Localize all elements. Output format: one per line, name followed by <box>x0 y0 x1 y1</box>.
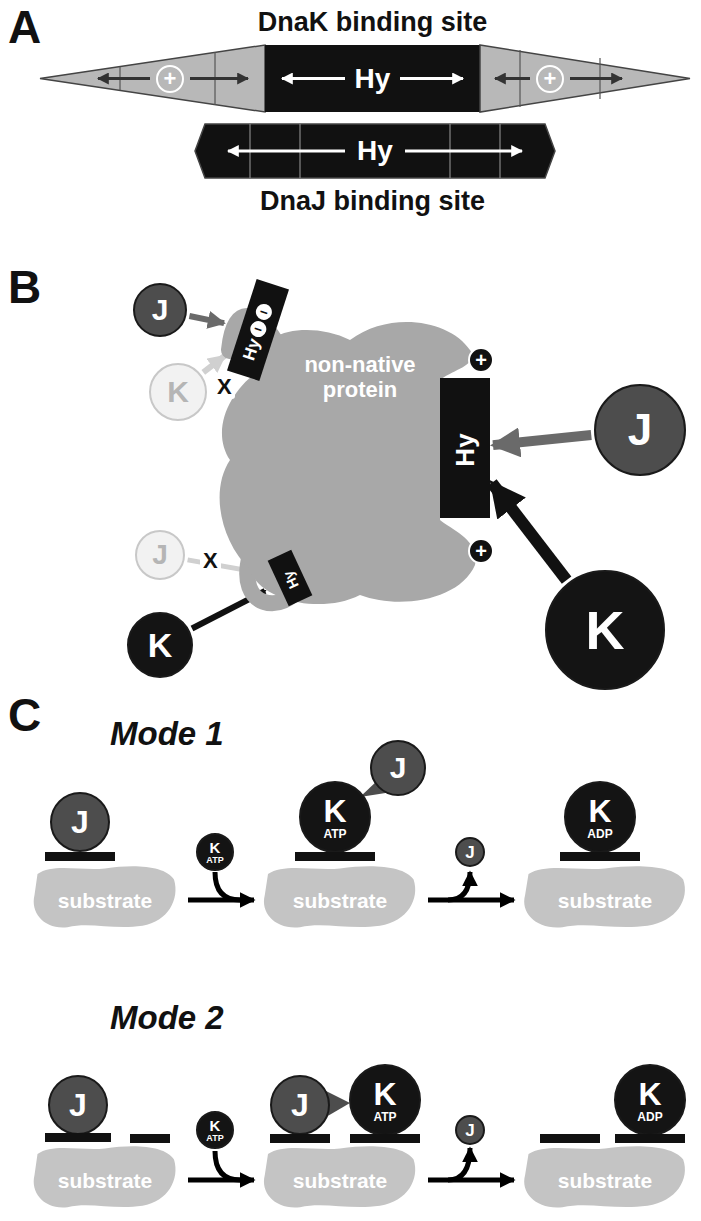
dnak-circle: K <box>545 570 665 690</box>
span-arrows <box>98 79 622 152</box>
node-label: Hy <box>355 65 391 93</box>
substrate-body <box>34 866 176 927</box>
node-label: Hy <box>240 336 263 362</box>
dnak-circle: KATP <box>196 1111 234 1149</box>
dnak-circle: KATP <box>299 781 371 853</box>
node-label: J <box>152 541 168 569</box>
dnak-circle: KADP <box>564 781 636 853</box>
shape-label: non-native protein <box>285 352 435 403</box>
charge-symbol: + <box>468 538 494 564</box>
node-label: J <box>152 295 169 325</box>
hydrophobic-segment: Hy <box>440 378 490 518</box>
dnak-circle: KATP <box>196 833 234 871</box>
dnaj-circle: J <box>455 1115 485 1145</box>
node-label: Hy <box>452 433 478 466</box>
node-label: ATP <box>206 856 223 865</box>
node-label: J <box>465 1122 474 1139</box>
node-label: K <box>586 603 625 657</box>
block-mark: X <box>214 375 235 399</box>
shape-label: substrate <box>558 890 653 911</box>
panel-letter: B <box>8 262 41 313</box>
node-label: J <box>390 753 407 783</box>
panel-letter: C <box>8 690 41 741</box>
dnaj-circle: J <box>50 792 110 852</box>
node-label: J <box>69 1089 87 1121</box>
shape-label: substrate <box>293 890 388 911</box>
substrate-body <box>524 1146 685 1207</box>
node-label: Hy <box>357 137 393 165</box>
dnaj-circle: J <box>133 283 187 337</box>
substrate-body <box>264 1146 415 1207</box>
dnaj-circle: J <box>594 384 686 476</box>
dnak-circle: KATP <box>349 1064 421 1136</box>
node-label: ADP <box>587 828 612 840</box>
dnaj-circle: J <box>270 1075 330 1135</box>
node-label: K <box>588 795 611 827</box>
node-label: K <box>323 795 346 827</box>
node-label: K <box>373 1078 396 1110</box>
block-mark: X <box>200 549 221 573</box>
node-label: − <box>248 318 268 338</box>
site-title: DnaK binding site <box>200 8 545 38</box>
charge-symbol: + <box>468 347 494 373</box>
mode-title: Mode 1 <box>110 716 224 752</box>
node-label: J <box>465 844 474 861</box>
segment-lines <box>120 50 600 178</box>
node-label: K <box>210 840 221 855</box>
band-outline <box>195 124 555 178</box>
node-label: J <box>291 1089 309 1121</box>
dnak-circle-faded: K <box>149 363 207 421</box>
node-label: + <box>156 65 184 93</box>
node-label: + <box>536 65 564 93</box>
substrate-shape: substrate <box>30 1140 180 1210</box>
node-label: ATP <box>206 1134 223 1143</box>
node-label: − <box>254 301 274 321</box>
shape-label: substrate <box>293 1170 388 1191</box>
substrate-body <box>524 866 685 927</box>
shape-label: substrate <box>558 1170 653 1191</box>
node-label: ATP <box>323 828 346 840</box>
node-label: ATP <box>373 1111 396 1123</box>
dnak-circle: K <box>127 612 193 678</box>
band-outline <box>40 45 265 112</box>
binding-arrow <box>493 435 591 445</box>
shape-label: substrate <box>58 890 153 911</box>
panel-letter: A <box>8 2 41 53</box>
dnaj-circle: J <box>48 1075 108 1135</box>
shape-label: substrate <box>58 1170 153 1191</box>
dnaj-circle: J <box>370 740 426 796</box>
substrate-body <box>264 866 415 927</box>
dnak-circle: KADP <box>614 1064 686 1136</box>
dnaj-circle-faded: J <box>135 530 185 580</box>
substrate-shape: substrate <box>30 860 180 930</box>
node-label: K <box>210 1118 221 1133</box>
substrate-shape: substrate <box>520 860 690 930</box>
node-label: Hy <box>281 569 301 591</box>
binding-arrow <box>203 356 224 373</box>
step-arrows <box>188 872 514 1180</box>
mode-title: Mode 2 <box>110 1000 224 1036</box>
substrate-shape: substrate <box>260 860 420 930</box>
dnaj-circle: J <box>455 837 485 867</box>
node-label: K <box>638 1078 661 1110</box>
node-label: ADP <box>637 1111 662 1123</box>
substrate-body <box>34 1146 176 1207</box>
binding-arrow <box>492 483 567 580</box>
binding-site-bars <box>45 852 685 1143</box>
node-label: K <box>167 377 189 407</box>
substrate-shape: substrate <box>520 1140 690 1210</box>
site-title: DnaJ binding site <box>200 187 545 217</box>
node-label: J <box>628 408 652 452</box>
node-label: K <box>148 628 173 662</box>
substrate-shape: substrate <box>260 1140 420 1210</box>
binding-arrow <box>189 316 224 323</box>
node-label: J <box>71 806 89 838</box>
band-outline <box>480 45 690 112</box>
